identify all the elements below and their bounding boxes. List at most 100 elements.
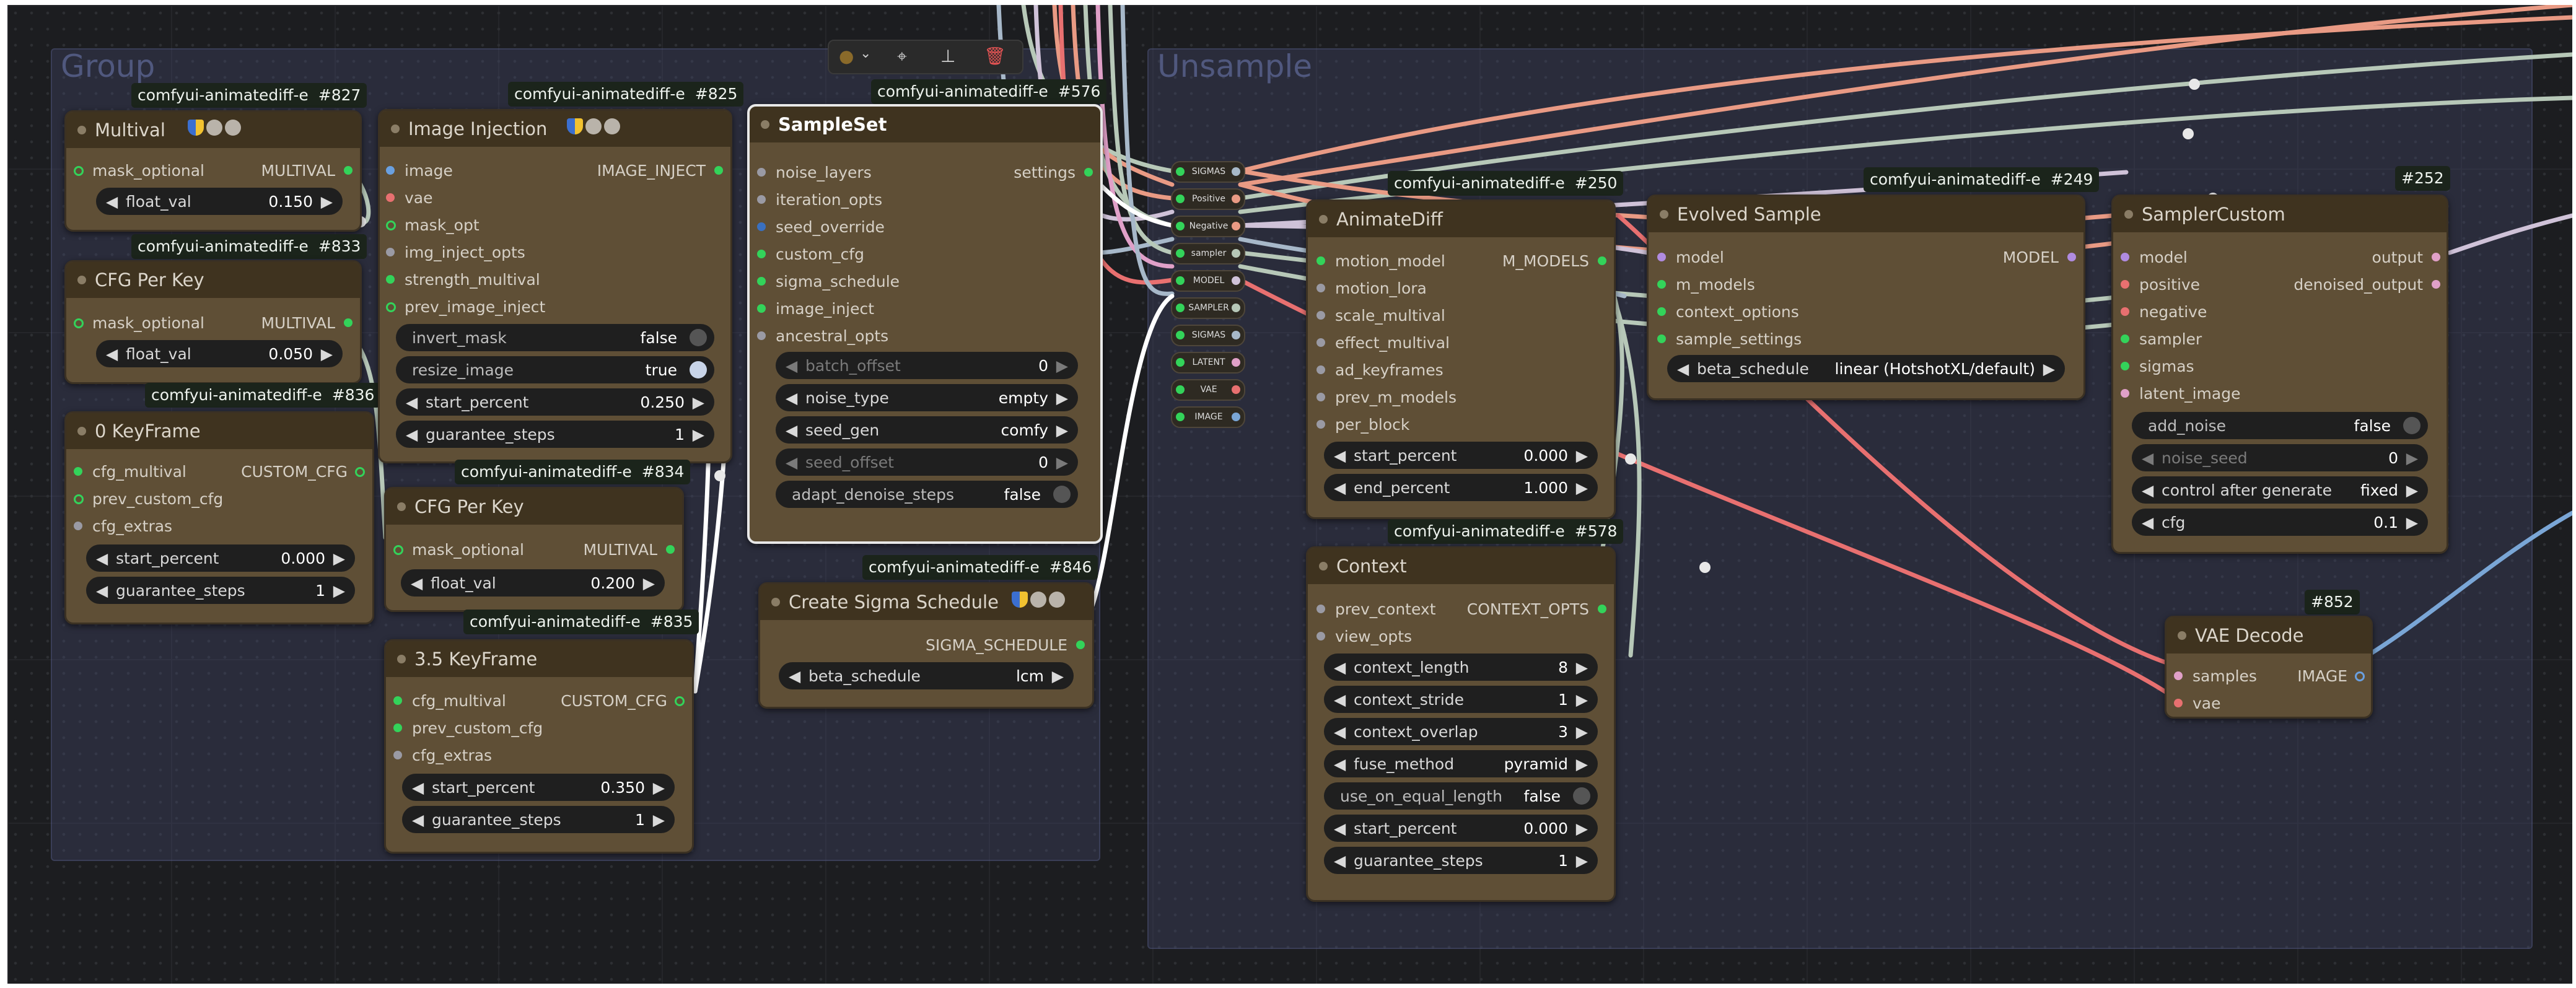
input-sigmas[interactable]: sigmas <box>2121 357 2194 375</box>
input-latent-image[interactable]: latent_image <box>2121 385 2240 403</box>
input-per-block[interactable]: per_block <box>1316 416 1409 434</box>
create-sigma-schedule-node[interactable]: Create Sigma Schedule SIGMA_SCHEDULE ◀be… <box>758 582 1094 709</box>
cfg-per-key-node-2[interactable]: CFG Per Key mask_optional MULTIVAL ◀floa… <box>384 487 684 612</box>
reroute-sampler-2[interactable]: SAMPLER <box>1171 297 1245 319</box>
keyframe-35-node[interactable]: 3.5 KeyFrame cfg_multival CUSTOM_CFG pre… <box>384 639 694 854</box>
sampler-custom-node[interactable]: SamplerCustom model output positive deno… <box>2111 195 2448 554</box>
input-positive[interactable]: positive <box>2121 276 2200 294</box>
output-model[interactable]: MODEL <box>2003 248 2076 266</box>
input-noise-layers[interactable]: noise_layers <box>757 164 872 181</box>
input-motion-lora[interactable]: motion_lora <box>1316 279 1427 297</box>
bookmark-icon[interactable]: ⊥ <box>940 46 956 66</box>
input-vae[interactable]: vae <box>2174 694 2221 712</box>
input-sigma-schedule[interactable]: sigma_schedule <box>757 273 900 291</box>
output-image[interactable]: IMAGE <box>2297 667 2365 685</box>
vae-decode-node[interactable]: VAE Decode samples IMAGE vae <box>2165 616 2373 719</box>
input-img-inject-opts[interactable]: img_inject_opts <box>386 243 525 261</box>
input-prev-image-inject[interactable]: prev_image_inject <box>386 298 545 316</box>
input-cfg-multival[interactable]: cfg_multival <box>74 463 186 481</box>
reroute-sigmas[interactable]: SIGMAS <box>1171 161 1245 183</box>
input-cfg-multival[interactable]: cfg_multival <box>393 692 506 710</box>
input-prev-custom-cfg[interactable]: prev_custom_cfg <box>74 490 223 508</box>
reroute-sigmas-2[interactable]: SIGMAS <box>1171 325 1245 346</box>
sampleset-node[interactable]: SampleSet noise_layers settings iteratio… <box>747 104 1103 544</box>
input-ad-keyframes[interactable]: ad_keyframes <box>1316 361 1444 379</box>
input-prev-m-models[interactable]: prev_m_models <box>1316 388 1457 406</box>
input-image-inject[interactable]: image_inject <box>757 300 874 318</box>
output-custom-cfg[interactable]: CUSTOM_CFG <box>241 463 365 481</box>
output-settings[interactable]: settings <box>1014 164 1093 181</box>
input-ancestral-opts[interactable]: ancestral_opts <box>757 327 888 345</box>
input-strength-multival[interactable]: strength_multival <box>386 271 540 289</box>
animatediff-node[interactable]: AnimateDiff motion_model M_MODELS motion… <box>1306 199 1616 519</box>
input-image[interactable]: image <box>386 162 453 180</box>
input-mask-opt[interactable]: mask_opt <box>386 216 480 234</box>
color-picker-icon[interactable]: ● <box>839 46 854 66</box>
reroute-vae[interactable]: VAE <box>1171 379 1245 401</box>
cfg-per-key-node[interactable]: CFG Per Key mask_optional MULTIVAL ◀floa… <box>64 260 362 384</box>
chevron-down-icon[interactable]: ⌄ <box>860 46 872 61</box>
output-context-opts[interactable]: CONTEXT_OPTS <box>1467 600 1606 618</box>
output-image-inject[interactable]: IMAGE_INJECT <box>597 162 723 180</box>
reroute-image[interactable]: IMAGE <box>1171 406 1245 428</box>
input-custom-cfg[interactable]: custom_cfg <box>757 245 864 263</box>
input-motion-model[interactable]: motion_model <box>1316 252 1445 270</box>
reroute-positive[interactable]: Positive <box>1171 188 1245 210</box>
reroute-latent[interactable]: LATENT <box>1171 352 1245 374</box>
pin-icon[interactable]: ⌖ <box>897 46 907 66</box>
output-output[interactable]: output <box>2372 248 2440 266</box>
output-multival[interactable]: MULTIVAL <box>261 314 353 332</box>
input-cfg-extras[interactable]: cfg_extras <box>74 517 172 535</box>
keyframe-0-node[interactable]: 0 KeyFrame cfg_multival CUSTOM_CFG prev_… <box>64 411 374 624</box>
input-model[interactable]: model <box>2121 248 2188 266</box>
input-vae[interactable]: vae <box>386 189 433 207</box>
input-model[interactable]: model <box>1657 248 1724 266</box>
output-multival[interactable]: MULTIVAL <box>583 541 675 559</box>
multival-node[interactable]: Multival mask_optional MULTIVAL ◀float_v… <box>64 110 362 232</box>
input-context-options[interactable]: context_options <box>1657 303 1799 321</box>
input-mask-optional[interactable]: mask_optional <box>74 314 204 332</box>
input-effect-multival[interactable]: effect_multival <box>1316 334 1450 352</box>
input-prev-custom-cfg[interactable]: prev_custom_cfg <box>393 719 543 737</box>
reroute-sampler[interactable]: sampler <box>1171 243 1245 264</box>
input-mask-optional[interactable]: mask_optional <box>393 541 524 559</box>
input-iteration-opts[interactable]: iteration_opts <box>757 191 882 209</box>
input-m-models[interactable]: m_models <box>1657 276 1755 294</box>
image-injection-node[interactable]: Image Injection image IMAGE_INJECT vae m… <box>378 109 732 463</box>
delete-icon[interactable]: 🗑 <box>984 46 1006 66</box>
input-mask-optional[interactable]: mask_optional <box>74 162 204 180</box>
input-prev-context[interactable]: prev_context <box>1316 600 1436 618</box>
output-multival[interactable]: MULTIVAL <box>261 162 353 180</box>
reroute-model[interactable]: MODEL <box>1171 270 1245 292</box>
input-sampler[interactable]: sampler <box>2121 330 2202 348</box>
input-samples[interactable]: samples <box>2174 667 2257 685</box>
